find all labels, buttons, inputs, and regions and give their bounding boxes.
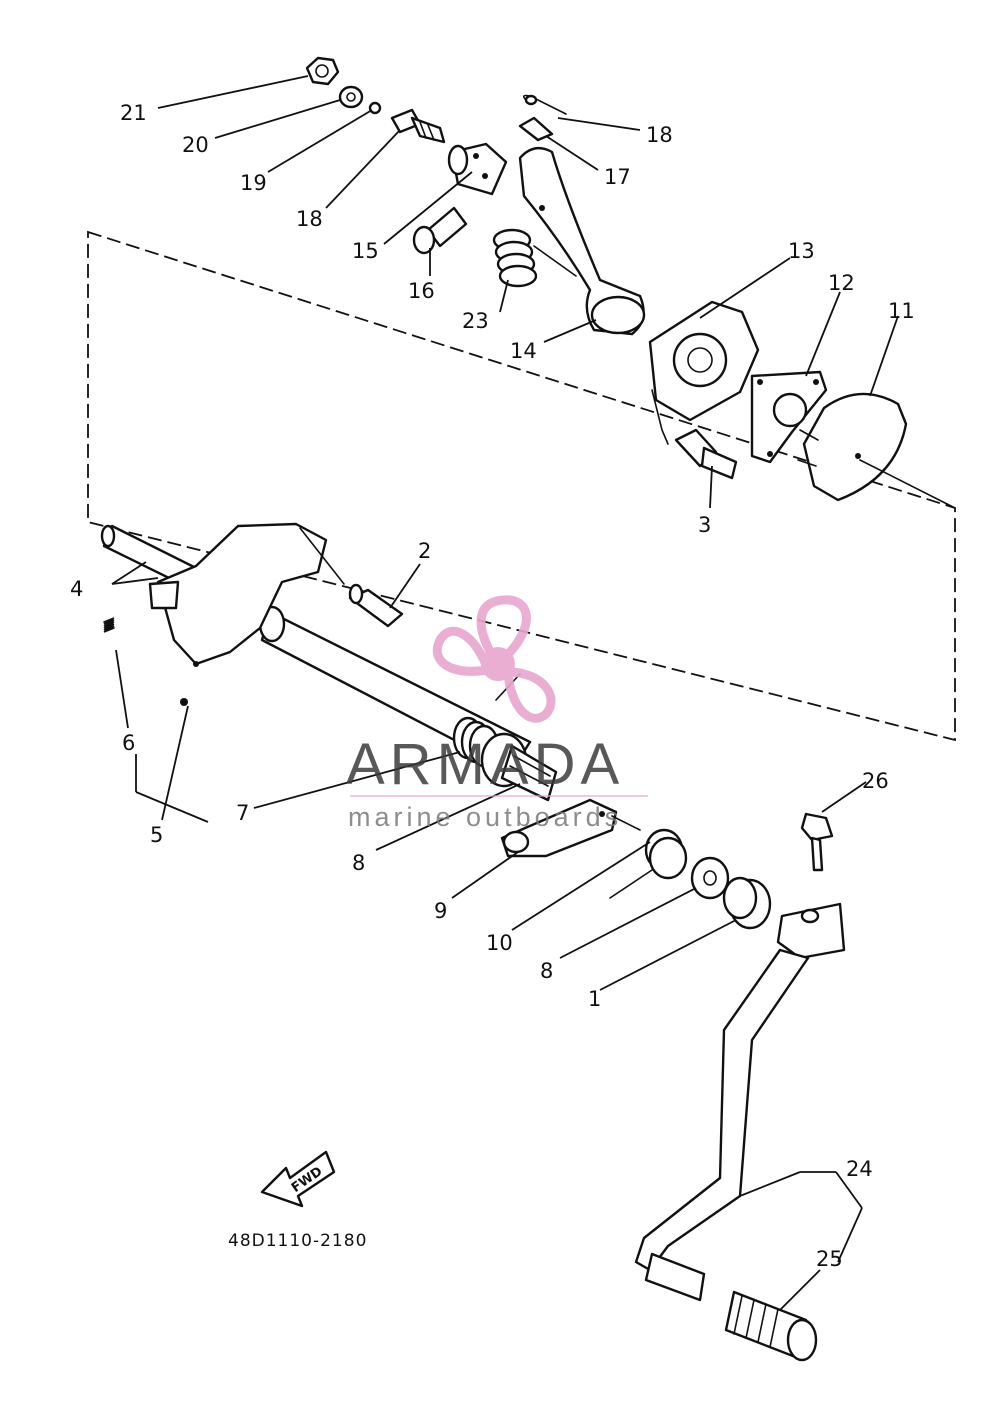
part-22-nut xyxy=(305,56,340,86)
part-3-stud xyxy=(674,428,738,480)
assembly-frame xyxy=(87,230,956,742)
armada-propeller-logo xyxy=(432,595,556,723)
fwd-arrow-icon: FWD xyxy=(260,1150,336,1208)
part-11-cam xyxy=(797,392,908,502)
part-25-rubber xyxy=(724,1290,818,1362)
part-2-pin xyxy=(348,583,404,628)
callout-12: 12 xyxy=(828,271,855,295)
part-21-washer xyxy=(338,85,364,109)
callout-7: 7 xyxy=(236,801,249,825)
part-23-spring xyxy=(492,228,577,288)
assembly-axis xyxy=(859,459,956,509)
part-6-spring xyxy=(103,617,115,633)
callout-8-upper: 8 xyxy=(352,851,365,875)
callout-18: 18 xyxy=(646,123,673,147)
callout-22: 21 xyxy=(120,101,147,125)
callout-10: 10 xyxy=(486,931,513,955)
part-20-small-washer xyxy=(368,101,382,115)
part-14-lever-arm xyxy=(518,146,646,336)
part-19-stud-bolt xyxy=(390,108,446,144)
callout-23: 23 xyxy=(462,309,489,333)
callout-2: 2 xyxy=(418,539,431,563)
leader-lines xyxy=(111,75,899,1311)
watermark-brand: ARMADA xyxy=(346,732,624,797)
callout-20: 19 xyxy=(240,171,267,195)
callout-15: 15 xyxy=(352,239,379,263)
part-13-cover xyxy=(648,300,760,445)
part-10-spring xyxy=(609,815,688,899)
callout-9: 9 xyxy=(434,899,447,923)
callout-16: 16 xyxy=(408,279,435,303)
part-1-seal xyxy=(722,876,772,930)
callout-8-lower: 8 xyxy=(540,959,553,983)
callout-5: 5 xyxy=(150,823,163,847)
callout-17: 17 xyxy=(604,165,631,189)
part-24-shift-pedal xyxy=(634,902,846,1302)
callout-4: 4 xyxy=(70,577,83,601)
callout-24: 24 xyxy=(846,1157,873,1181)
callout-21: 20 xyxy=(182,133,209,157)
drawing-code: 48D1110-2180 xyxy=(228,1231,367,1251)
callout-6: 6 xyxy=(122,731,135,755)
callout-13: 13 xyxy=(788,239,815,263)
part-12-plate xyxy=(750,370,828,464)
callout-3: 3 xyxy=(698,513,711,537)
part-9-lever xyxy=(500,798,618,858)
part-8-washer xyxy=(690,856,730,900)
part-26-bolt xyxy=(800,812,834,872)
callout-19: 18 xyxy=(296,207,323,231)
callout-1: 1 xyxy=(588,987,601,1011)
callout-14: 14 xyxy=(510,339,537,363)
part-shaft-spline xyxy=(500,744,558,802)
watermark-tagline: marine outboards xyxy=(348,802,622,832)
part-16-pin xyxy=(412,206,468,255)
callout-25: 25 xyxy=(816,1247,843,1271)
part-18-cotter-pin xyxy=(522,94,567,115)
callout-numbers: 21 20 19 18 15 16 23 14 18 17 13 12 11 3… xyxy=(70,101,915,1271)
part-15-collar xyxy=(447,142,508,196)
part-17-clip xyxy=(518,116,554,142)
callout-26: 26 xyxy=(862,769,889,793)
callout-11: 11 xyxy=(888,299,915,323)
